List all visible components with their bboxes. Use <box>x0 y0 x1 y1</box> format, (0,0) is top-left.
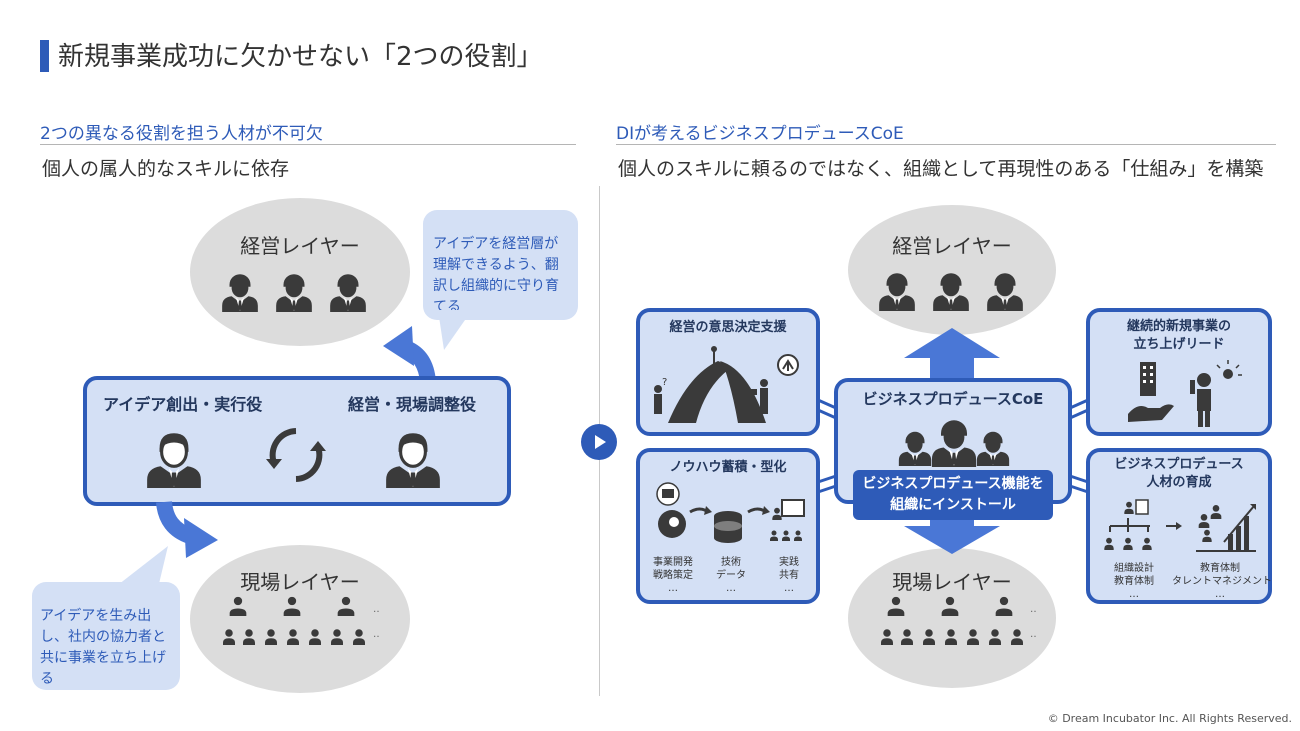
coe-down-arrow-icon <box>904 508 1000 554</box>
left-heading: 2つの異なる役割を担う人材が不可欠 <box>40 124 323 144</box>
box-talent-dev-title: ビジネスプロデュース 人材の育成 <box>1086 456 1272 492</box>
talent-item-2-more: … <box>1215 589 1225 600</box>
coe-install-label: ビジネスプロデュース機能を 組織にインストール <box>853 470 1053 520</box>
coe-center-title: ビジネスプロデュースCoE <box>862 390 1044 408</box>
right-heading-rule <box>616 144 1276 145</box>
right-workers-more-1: ‥ <box>1030 604 1037 615</box>
coe-up-arrow-icon <box>904 328 1000 384</box>
box-continuous-launch-title-l1: 継続的新規事業の <box>1126 319 1231 334</box>
box-continuous-launch-title-l2: 立ち上げリード <box>1133 337 1225 352</box>
knowhow-item-3-more: … <box>784 583 794 594</box>
talent-item-1-more: … <box>1129 589 1139 600</box>
knowhow-flow-icons <box>656 482 805 543</box>
talent-item-1: 組織設計 教育体制 … <box>1102 562 1166 601</box>
left-top-bubble-tail <box>438 310 472 350</box>
box-talent-dev-title-l1: ビジネスプロデュース <box>1114 457 1244 472</box>
left-subheading: 個人の属人的なスキルに依存 <box>42 158 290 180</box>
knowhow-item-2-l2: データ <box>716 570 746 581</box>
copyright: © Dream Incubator Inc. All Rights Reserv… <box>1047 712 1292 725</box>
knowhow-item-2: 技術 データ … <box>706 556 756 595</box>
box-decision-support-title: 経営の意思決定支援 <box>669 320 787 335</box>
talent-item-2: 教育体制 タレントマネジメント … <box>1172 562 1272 601</box>
left-bottom-bubble-tail <box>114 546 168 588</box>
page-title: 新規事業成功に欠かせない「2つの役割」 <box>58 42 543 72</box>
svg-text:?: ? <box>662 377 667 388</box>
left-bottom-bubble: アイデアを生み出し、社内の協力者と共に事業を立ち上げる <box>32 582 180 690</box>
left-heading-rule <box>40 144 576 145</box>
knowhow-item-2-l1: 技術 <box>721 557 741 568</box>
knowhow-item-3: 実践 共有 … <box>764 556 814 595</box>
knowhow-item-1-more: … <box>668 583 678 594</box>
left-top-bubble: アイデアを経営層が理解できるよう、翻訳し組織的に守り育てる <box>423 210 578 320</box>
title-accent-bar <box>40 40 49 72</box>
box-talent-dev-title-l2: 人材の育成 <box>1146 475 1212 490</box>
play-icon <box>595 435 606 449</box>
left-workers-more-1: ‥ <box>373 604 380 615</box>
coe-install-line2: 組織にインストール <box>890 497 1016 513</box>
box-continuous-launch-title: 継続的新規事業の 立ち上げリード <box>1086 318 1272 354</box>
right-top-layer-label: 経営レイヤー <box>892 234 1012 258</box>
launch-lead-icon <box>1128 360 1242 427</box>
right-bottom-layer-label: 現場レイヤー <box>892 570 1012 594</box>
left-top-layer-ellipse <box>190 198 410 346</box>
box-continuous-launch <box>1086 308 1272 436</box>
knowhow-item-1: 事業開発 戦略策定 … <box>648 556 698 595</box>
talent-dev-icons <box>1104 499 1256 552</box>
left-bottom-layer-label: 現場レイヤー <box>240 570 360 594</box>
transition-arrow-button <box>581 424 617 460</box>
talent-item-1-l1: 組織設計 <box>1114 563 1154 574</box>
knowhow-item-3-l1: 実践 <box>779 557 799 568</box>
role-idea-label: アイデア創出・実行役 <box>103 395 263 414</box>
talent-item-2-l2: タレントマネジメント <box>1172 576 1272 587</box>
right-workers-more-2: ‥ <box>1030 629 1037 640</box>
role-coordinator-label: 経営・現場調整役 <box>348 395 477 414</box>
coe-install-line1: ビジネスプロデュース機能を <box>862 476 1044 492</box>
coe-team-icon <box>898 420 1010 467</box>
right-bottom-layer-ellipse <box>848 548 1056 688</box>
right-top-layer-ellipse <box>848 205 1056 335</box>
curved-arrow-down-icon <box>156 500 218 558</box>
knowhow-item-1-l1: 事業開発 <box>653 557 693 568</box>
knowhow-item-2-more: … <box>726 583 736 594</box>
knowhow-item-3-l2: 共有 <box>779 570 799 581</box>
talent-item-1-l2: 教育体制 <box>1114 576 1154 587</box>
talent-item-2-l1: 教育体制 <box>1200 563 1240 574</box>
box-knowhow-title: ノウハウ蓄積・型化 <box>669 460 787 475</box>
right-heading: DIが考えるビジネスプロデュースCoE <box>616 124 904 144</box>
right-subheading: 個人のスキルに頼るのではなく、組織として再現性のある「仕組み」を構築 <box>618 158 1264 180</box>
left-top-layer-label: 経営レイヤー <box>240 234 360 258</box>
decision-road-icon: ? <box>654 346 799 423</box>
left-workers-more-2: ‥ <box>373 629 380 640</box>
left-bottom-layer-ellipse <box>190 545 410 693</box>
knowhow-item-1-l2: 戦略策定 <box>653 570 693 581</box>
